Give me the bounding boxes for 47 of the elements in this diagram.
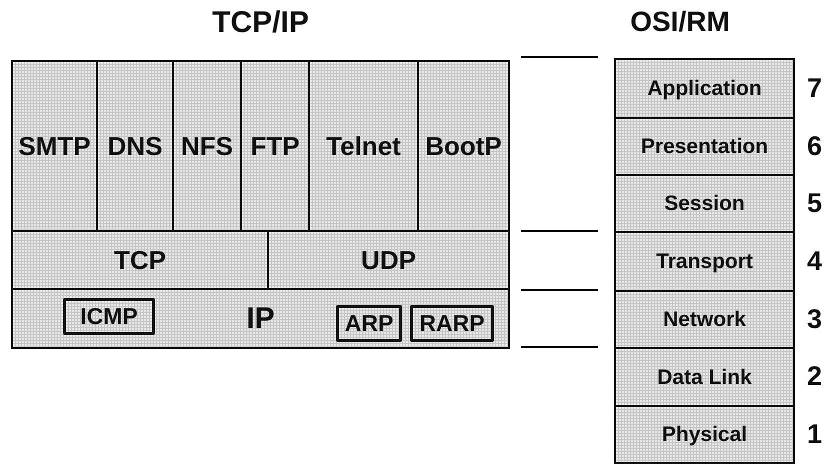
stack-title: OSI/RM: [629, 8, 731, 36]
stack-title: TCP/IP: [211, 8, 310, 38]
layer-number: 6: [807, 132, 822, 160]
layer-name: Transport: [656, 251, 753, 272]
protocol-name: BootP: [425, 133, 502, 159]
protocol-name: Telnet: [326, 133, 401, 159]
layer-box: [614, 405, 795, 464]
protocol-box: [336, 305, 402, 342]
layer-box: [614, 174, 795, 233]
protocol-box: [267, 230, 510, 290]
layer-box: [614, 117, 795, 176]
layer-box: [614, 290, 795, 349]
layer-box: [614, 58, 795, 119]
protocol-box: [308, 60, 419, 232]
layer-box: [614, 231, 795, 292]
protocol-name: RARP: [419, 312, 485, 335]
layer-number: 2: [807, 363, 822, 390]
protocol-box: [172, 60, 242, 232]
protocol-box: [11, 230, 269, 290]
protocol-name: TCP: [114, 247, 166, 273]
protocol-name: UDP: [361, 247, 416, 273]
layer-name: Presentation: [640, 136, 768, 157]
protocol-name: FTP: [250, 133, 300, 159]
layer-name: Physical: [662, 424, 748, 445]
protocol-box: [240, 60, 310, 232]
layer-number: 7: [807, 74, 822, 102]
layer-number: 5: [807, 190, 822, 216]
protocol-box: [11, 60, 98, 232]
protocol-box: [11, 288, 510, 349]
protocol-name: SMTP: [18, 133, 91, 159]
layer-number: 1: [807, 420, 822, 448]
protocol-name: NFS: [181, 133, 233, 159]
protocol-name: ICMP: [80, 305, 138, 328]
layer-box: [614, 347, 795, 407]
protocol-box: [417, 60, 510, 232]
layer-name: Data Link: [657, 366, 752, 388]
protocol-box: [63, 298, 155, 335]
protocol-box: [96, 60, 174, 232]
protocol-name: ARP: [344, 312, 394, 335]
layer-name: Session: [664, 193, 745, 214]
protocol-name: IP: [246, 304, 275, 334]
protocol-box: [410, 305, 494, 342]
layer-number: 4: [807, 248, 822, 274]
layer-number: 3: [807, 306, 822, 332]
layer-name: Application: [647, 78, 762, 99]
protocol-name: DNS: [108, 133, 162, 159]
layer-name: Network: [663, 309, 746, 330]
